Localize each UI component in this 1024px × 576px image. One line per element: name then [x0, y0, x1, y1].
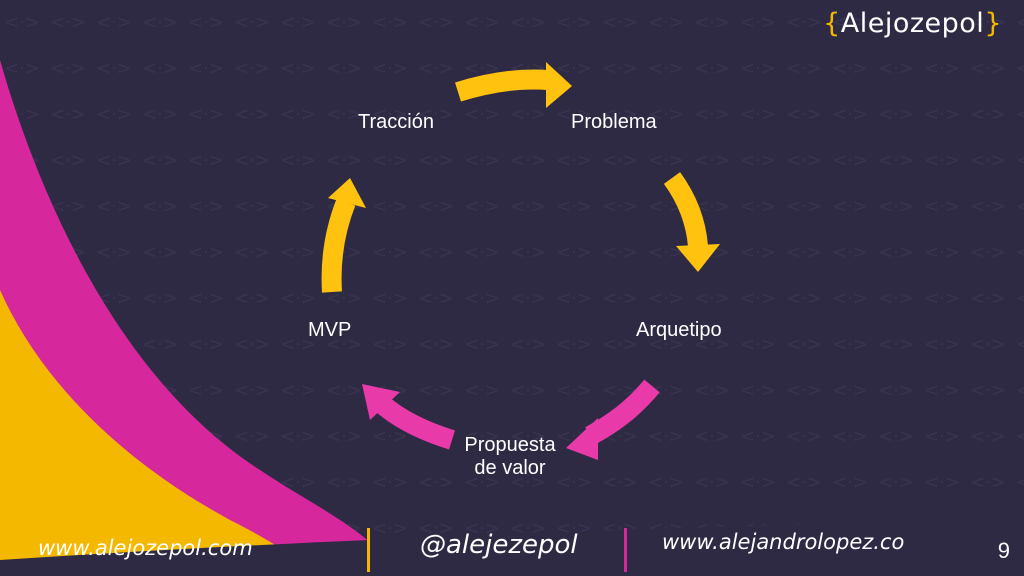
- node-mvp: MVP: [308, 319, 352, 341]
- page-number: 9: [997, 538, 1010, 563]
- arrow-problema-to-arquetipo: [663, 172, 720, 272]
- logo-name: Alejozepol: [840, 8, 985, 39]
- footer-handle[interactable]: @alejezepol: [420, 530, 578, 560]
- arrow-propuesta-to-mvp: [362, 384, 456, 450]
- arrow-arquetipo-to-propuesta: [566, 379, 660, 460]
- logo-open-brace: {: [823, 8, 841, 39]
- node-propuesta-de-valor: Propuesta de valor: [464, 434, 556, 479]
- footer-website-left[interactable]: www.alejozepol.com: [38, 536, 253, 560]
- node-problema: Problema: [571, 111, 657, 133]
- footer-website-right[interactable]: www.alejandrolopez.co: [662, 530, 905, 554]
- arrow-mvp-to-traccion: [321, 178, 366, 293]
- logo-close-brace: }: [984, 8, 1002, 39]
- footer-divider-magenta: [624, 528, 627, 572]
- node-traccion: Tracción: [358, 111, 434, 133]
- arrow-traccion-to-problema: [455, 62, 572, 108]
- brand-logo: {Alejozepol}: [823, 8, 1002, 39]
- footer-divider-yellow: [367, 528, 370, 572]
- node-arquetipo: Arquetipo: [636, 319, 722, 341]
